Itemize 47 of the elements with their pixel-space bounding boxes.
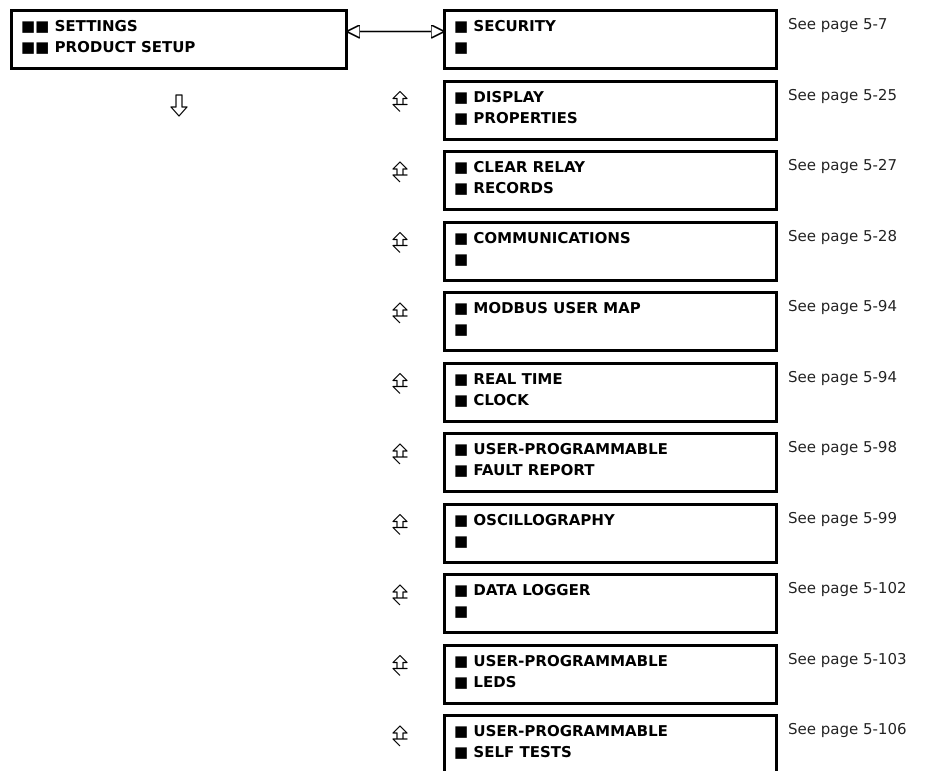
page-reference: See page 5-106 <box>788 720 907 738</box>
menu-box <box>443 220 778 282</box>
menu-box <box>443 573 778 634</box>
menu-item-text: ■ REAL TIME <box>454 368 564 390</box>
menu-item-text: ■ DISPLAY <box>454 86 545 108</box>
menu-box <box>443 291 778 352</box>
menu-box <box>443 9 778 70</box>
menu-item-text: ■ USER-PROGRAMMABLE <box>454 439 669 460</box>
menu-item-text: ■ MODBUS USER MAP <box>454 298 642 319</box>
menu-item-text: ■ USER-PROGRAMMABLE <box>454 650 669 672</box>
menu-item-text: ■ OSCILLOGRAPHY <box>454 510 616 530</box>
menu-box <box>443 644 778 704</box>
menu-box <box>10 9 348 70</box>
menu-item-text: ■ SECURITY <box>454 16 557 37</box>
menu-item-text: ■ DATA LOGGER <box>454 580 592 601</box>
page-reference: See page 5-99 <box>788 508 898 526</box>
menu-item-text: ■ COMMUNICATIONS <box>454 228 632 248</box>
menu-item-text: ■ FAULT REPORT <box>454 460 596 481</box>
menu-item-text: ■ <box>454 248 470 270</box>
menu-item-text: ■■ PRODUCT SETUP <box>21 37 196 58</box>
menu-item-text: ■ CLOCK <box>454 390 530 410</box>
menu-item-text: ■ <box>454 37 470 58</box>
menu-item-text: ■ CLEAR RELAY <box>454 157 586 178</box>
page-reference: See page 5-94 <box>788 297 898 315</box>
page-reference: See page 5-7 <box>788 15 888 33</box>
menu-item-text: ■ PROPERTIES <box>454 108 579 128</box>
page-reference: See page 5-28 <box>788 226 898 244</box>
menu-box <box>443 714 778 771</box>
page-reference: See page 5-25 <box>788 86 898 104</box>
page-reference: See page 5-94 <box>788 368 898 386</box>
menu-item-text: ■ SELF TESTS <box>454 742 573 763</box>
menu-box <box>443 80 778 140</box>
page-reference: See page 5-98 <box>788 438 898 456</box>
page-reference: See page 5-27 <box>788 156 898 174</box>
menu-item-text: ■ LEDS <box>454 672 518 692</box>
menu-item-text: ■ <box>454 530 470 552</box>
menu-item-text: ■ RECORDS <box>454 178 555 199</box>
menu-box <box>443 502 778 564</box>
menu-item-text: ■ <box>454 601 470 622</box>
menu-box <box>443 362 778 422</box>
menu-item-text: ■ USER-PROGRAMMABLE <box>454 721 669 742</box>
menu-box <box>443 150 778 211</box>
page-reference: See page 5-103 <box>788 650 907 668</box>
menu-item-text: ■ <box>454 319 470 340</box>
menu-item-text: ■■ SETTINGS <box>21 16 139 37</box>
menu-box <box>443 432 778 493</box>
page-reference: See page 5-102 <box>788 579 907 597</box>
